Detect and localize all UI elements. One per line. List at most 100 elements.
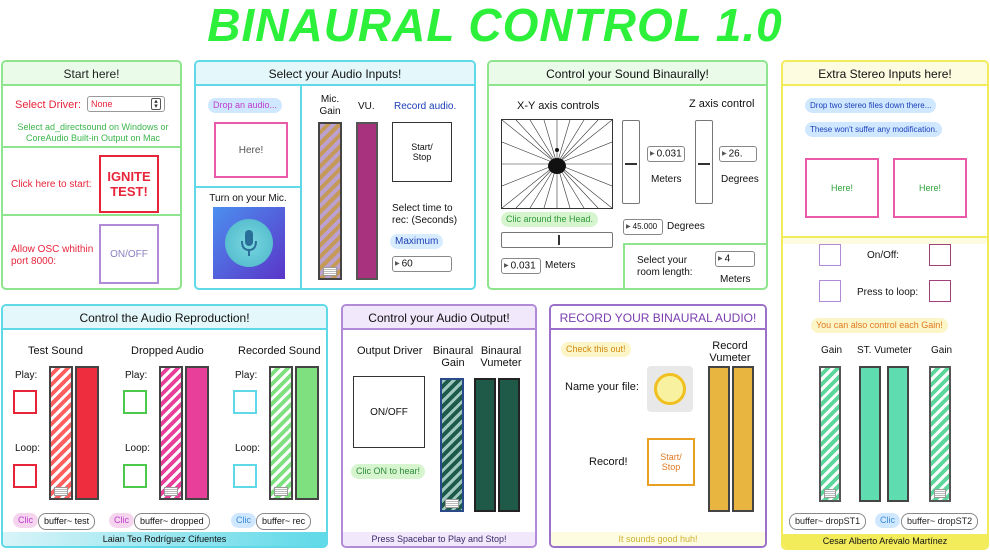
extra-here-2: Here! [918, 183, 941, 193]
recorded-gain-handle[interactable] [274, 487, 288, 496]
mic-gain-label: Mic. Gain [319, 94, 341, 117]
extra-drop-target-2[interactable]: Here! [893, 158, 967, 218]
mic-vu-meter [356, 122, 378, 280]
extra-here-1: Here! [830, 183, 853, 193]
output-driver-label: Output Driver [357, 345, 423, 357]
extra-loop-toggle-2[interactable] [929, 280, 951, 302]
drop-audio-pill: Drop an audio... [208, 98, 283, 113]
extra-gain-right-handle[interactable] [934, 489, 946, 498]
driver-label: Select Driver: [15, 99, 82, 111]
clic-pill-3[interactable]: Clic [231, 513, 256, 528]
clic-pill-2[interactable]: Clic [109, 513, 134, 528]
extra-drop-target-1[interactable]: Here! [805, 158, 879, 218]
play-toggle-test[interactable] [13, 390, 37, 414]
dropped-gain-handle[interactable] [164, 487, 178, 496]
vu-label: VU. [358, 101, 375, 112]
osc-toggle-button[interactable]: ON/OFF [99, 224, 159, 284]
z-axis-slider[interactable] [695, 120, 713, 204]
maximum-pill: Maximum [390, 234, 444, 249]
output-panel: Control your Audio Output! Output Driver… [341, 304, 537, 548]
extra-vumeter-label: ST. Vumeter [857, 345, 912, 356]
mic-gain-slider[interactable] [318, 122, 342, 280]
loop-label-2: Loop: [125, 443, 151, 454]
test-vumeter [75, 366, 99, 500]
extra-gain-left-handle[interactable] [824, 489, 836, 498]
test-gain-slider[interactable] [49, 366, 73, 500]
test-gain-handle[interactable] [54, 487, 68, 496]
angle-number[interactable]: 45.000 [623, 219, 663, 235]
extra-gain-right-label: Gain [931, 345, 953, 356]
angle-degrees-label: Degrees [667, 221, 705, 232]
record-audio-label: Record audio. [394, 101, 457, 112]
play-label-2: Play: [125, 370, 148, 381]
x-meters-label: Meters [545, 260, 576, 271]
play-toggle-dropped[interactable] [123, 390, 147, 414]
extra-panel-header: Extra Stereo Inputs here! [783, 62, 987, 86]
clic-pill-1[interactable]: Clic [13, 513, 38, 528]
binaural-gain-slider[interactable] [440, 378, 464, 512]
recorded-vumeter [295, 366, 319, 500]
room-length-number[interactable]: 4 [715, 251, 755, 267]
input-divider [300, 86, 302, 288]
ignite-label: Click here to start: [11, 179, 92, 190]
recorded-gain-slider[interactable] [269, 366, 293, 500]
mic-toggle-button[interactable] [213, 207, 285, 279]
record-vumeter-label: Record Vumeter [709, 340, 751, 364]
extra-gain-slider-left[interactable] [819, 366, 841, 502]
room-length-label: Select your room length: [637, 255, 693, 278]
file-circle-icon [654, 373, 686, 405]
extra-vumeter-left [859, 366, 881, 502]
start-panel-header: Start here! [3, 62, 180, 86]
extra-nomod-pill: These won't suffer any modification. [805, 122, 943, 137]
recorded-sound-label: Recorded Sound [238, 345, 321, 357]
osc-button-label: ON/OFF [110, 248, 148, 260]
name-file-button[interactable] [647, 366, 693, 412]
record-start-stop-button-2[interactable]: Start/ Stop [647, 438, 695, 486]
distance-slider[interactable] [622, 120, 640, 204]
inputs-panel-header: Select your Audio Inputs! [196, 62, 474, 86]
distance-meters-label: Meters [651, 174, 682, 185]
extra-onoff-toggle-1[interactable] [819, 244, 841, 266]
drop-audio-target[interactable]: Here! [214, 122, 288, 178]
ignite-section [3, 146, 180, 216]
name-file-label: Name your file: [565, 381, 639, 393]
extra-loop-toggle-1[interactable] [819, 280, 841, 302]
start-panel: Start here! Select Driver: None ▴▾ Selec… [1, 60, 182, 290]
distance-number[interactable]: 0.031 [647, 146, 685, 162]
mic-gain-handle[interactable] [323, 267, 337, 276]
buffer-test[interactable]: buffer~ test [38, 513, 96, 530]
extra-onoff-toggle-2[interactable] [929, 244, 951, 266]
repro-panel: Control the Audio Reproduction! Test Sou… [1, 304, 328, 548]
z-degrees-number[interactable]: 26. [719, 146, 757, 162]
extra-buffer-2[interactable]: buffer~ dropST2 [901, 513, 979, 530]
x-axis-slider[interactable] [501, 232, 613, 248]
rec-time-input[interactable]: 60 [392, 256, 452, 272]
extra-clic-pill[interactable]: Clic [875, 513, 900, 528]
record-start-stop-button[interactable]: Start/ Stop [392, 122, 452, 182]
ignite-test-button[interactable]: IGNITE TEST! [99, 155, 159, 213]
clic-on-pill: Clic ON to hear! [351, 464, 426, 479]
start-stop-label: Start/ Stop [411, 142, 433, 162]
dropped-gain-slider[interactable] [159, 366, 183, 500]
loop-toggle-recorded[interactable] [233, 464, 257, 488]
extra-drop-pill: Drop two stereo files down there... [805, 98, 937, 113]
test-sound-label: Test Sound [28, 345, 84, 357]
buffer-dropped[interactable]: buffer~ dropped [134, 513, 210, 530]
xy-head-pad[interactable] [501, 119, 613, 209]
buffer-rec[interactable]: buffer~ rec [256, 513, 312, 530]
extra-author: Cesar Alberto Arévalo Martínez [783, 534, 987, 548]
repro-author: Laian Teo Rodríguez Cifuentes [3, 532, 326, 546]
extra-buffer-1[interactable]: buffer~ dropST1 [789, 513, 867, 530]
record-start-stop-label: Start/ Stop [660, 452, 682, 472]
driver-select[interactable]: None ▴▾ [87, 96, 165, 112]
x-meters-number[interactable]: 0.031 [501, 258, 541, 274]
binaural-gain-handle[interactable] [445, 499, 459, 508]
extra-gain-slider-right[interactable] [929, 366, 951, 502]
extra-panel: Extra Stereo Inputs here! Drop two stere… [781, 60, 989, 550]
play-toggle-recorded[interactable] [233, 390, 257, 414]
loop-label-1: Loop: [15, 443, 41, 454]
extra-gain-pill: You can also control each Gain! [811, 318, 948, 333]
output-onoff-button[interactable]: ON/OFF [353, 376, 425, 448]
loop-toggle-test[interactable] [13, 464, 37, 488]
loop-toggle-dropped[interactable] [123, 464, 147, 488]
